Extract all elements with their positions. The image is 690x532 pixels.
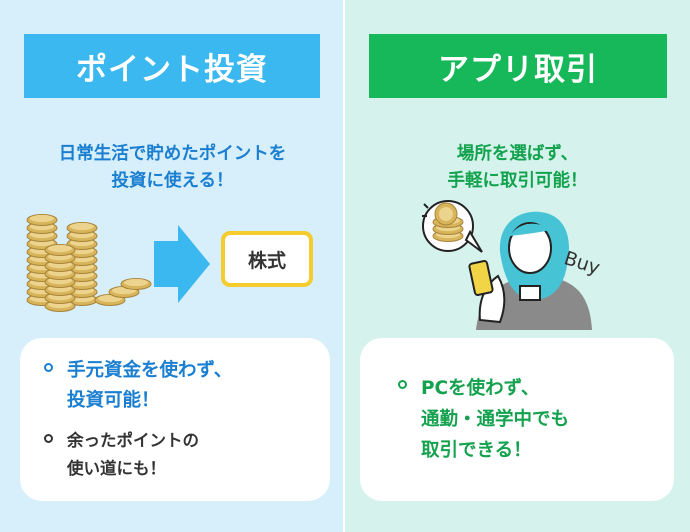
benefit-text: PCを使わず、 通勤・通学中でも 取引できる！ — [421, 378, 570, 461]
benefit-item: PCを使わず、 通勤・通学中でも 取引できる！ — [398, 373, 569, 466]
point-investment-subtitle: 日常生活で貯めたポイントを 投資に使える！ — [58, 144, 287, 191]
point-investment-title: ポイント投資 — [24, 34, 320, 98]
benefit-text: 余ったポイントの 使い道にも！ — [67, 431, 199, 478]
coin-stack-small — [94, 278, 152, 306]
coin-stack-icon — [26, 214, 152, 312]
benefit-item: 余ったポイントの 使い道にも！ — [44, 427, 199, 483]
benefit-item: 手元資金を使わず、 投資可能！ — [44, 356, 232, 416]
arrow-right-icon — [154, 225, 210, 303]
app-trading-benefits-card: PCを使わず、 通勤・通学中でも 取引できる！ — [360, 338, 674, 501]
smartphone-icon — [468, 260, 494, 296]
app-trading-subtitle: 場所を選ばず、 手軽に取引可能！ — [447, 144, 588, 191]
bullet-circle-icon — [44, 434, 53, 443]
buy-label: Buy — [561, 247, 602, 279]
app-trading-title: アプリ取引 — [369, 34, 667, 98]
coin-stack-front — [44, 244, 76, 312]
speech-bubble-icon — [422, 200, 483, 253]
panel-divider — [343, 0, 345, 532]
bullet-circle-icon — [44, 363, 53, 372]
benefit-text: 手元資金を使わず、 投資可能！ — [67, 360, 233, 411]
bullet-circle-icon — [398, 380, 407, 389]
woman-illustration — [476, 211, 592, 330]
point-investment-benefits-card: 手元資金を使わず、 投資可能！ 余ったポイントの 使い道にも！ — [20, 338, 330, 501]
stock-box: 株式 — [221, 231, 313, 287]
